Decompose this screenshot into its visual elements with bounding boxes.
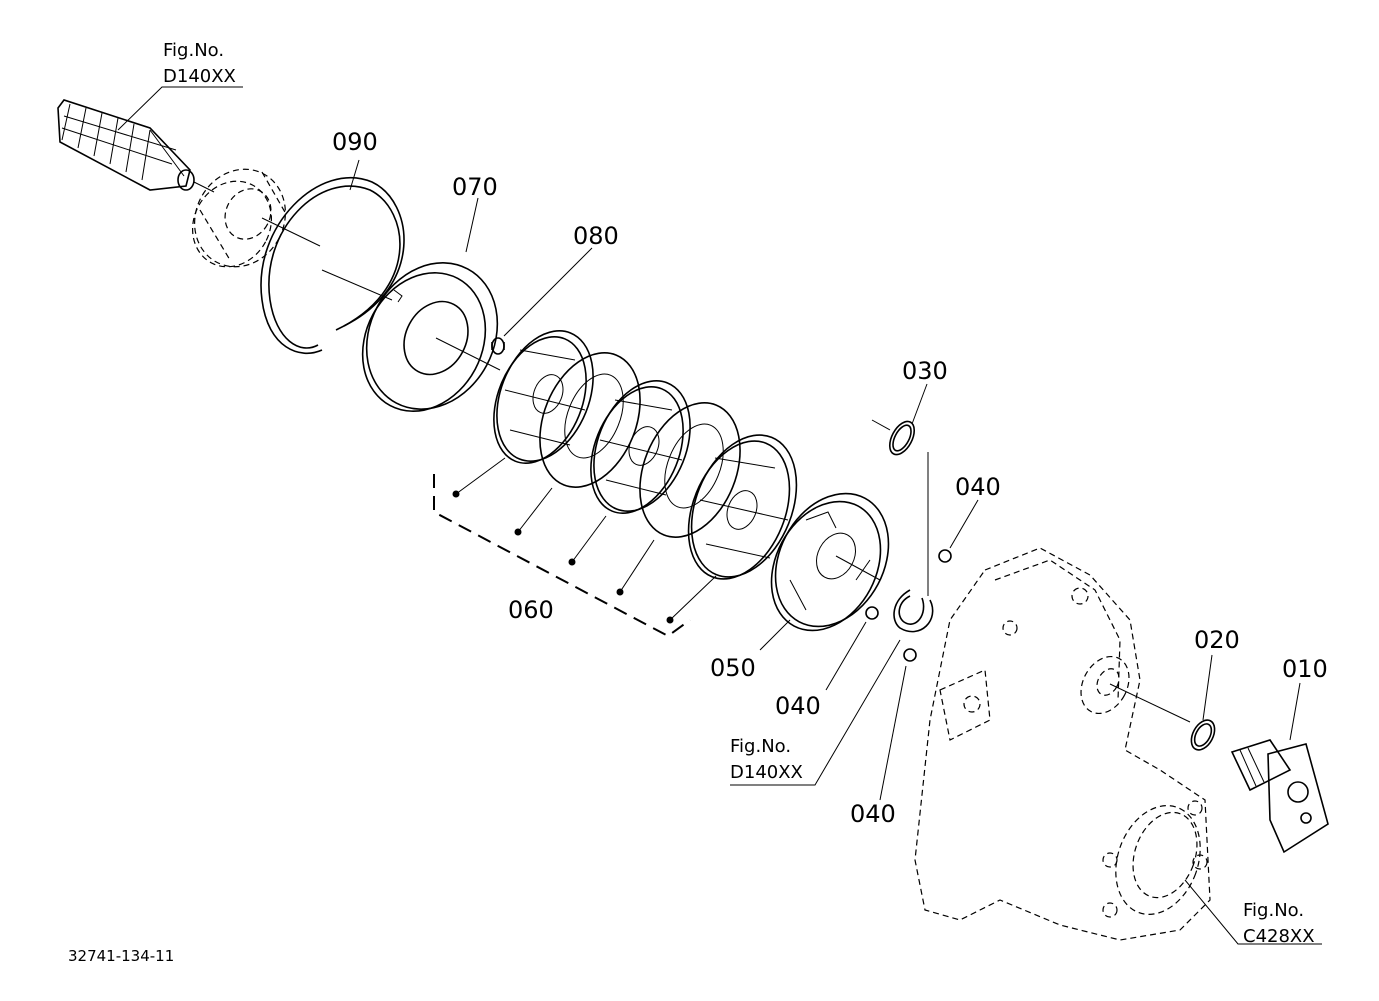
label-040-mid: 040 — [775, 692, 821, 720]
label-070: 070 — [452, 173, 498, 201]
fig-ref-bottom-label: Fig.No. — [1243, 900, 1304, 921]
ball-040 — [865, 549, 952, 662]
fig-ref-mid-label: Fig.No. — [730, 736, 791, 757]
label-010: 010 — [1282, 655, 1328, 683]
friction-disc-1 — [493, 330, 594, 464]
label-060: 060 — [508, 596, 554, 624]
label-040-bottom: 040 — [850, 800, 896, 828]
label-080: 080 — [573, 222, 619, 250]
label-050: 050 — [710, 654, 756, 682]
leader-lines — [117, 86, 1322, 945]
o-ring-020 — [1190, 719, 1216, 751]
fig-ref-bottom-code: C428XX — [1243, 926, 1315, 947]
steel-plate-1 — [539, 352, 641, 488]
label-040-top: 040 — [955, 473, 1001, 501]
piston-070 — [361, 262, 501, 412]
bearing — [191, 168, 321, 268]
fig-ref-top-code: D140XX — [163, 66, 236, 87]
pressure-plate-050 — [770, 492, 890, 632]
label-020: 020 — [1194, 626, 1240, 654]
snap-ring-090 — [260, 176, 405, 354]
label-030: 030 — [902, 357, 948, 385]
pin-080 — [491, 337, 505, 355]
o-ring-030 — [871, 419, 916, 456]
transmission-housing — [914, 547, 1211, 941]
steel-plate-2 — [639, 402, 741, 538]
shaft-pin-010 — [1230, 739, 1329, 854]
label-090: 090 — [332, 128, 378, 156]
fig-ref-mid-code: D140XX — [730, 762, 803, 783]
fig-ref-top-label: Fig.No. — [163, 40, 224, 61]
input-shaft — [57, 99, 215, 193]
friction-disc-3 — [687, 434, 798, 580]
friction-disc-2 — [590, 380, 691, 514]
group-060-bracket — [433, 457, 717, 638]
circlip — [893, 589, 934, 633]
drawing-number: 32741-134-11 — [68, 947, 174, 965]
